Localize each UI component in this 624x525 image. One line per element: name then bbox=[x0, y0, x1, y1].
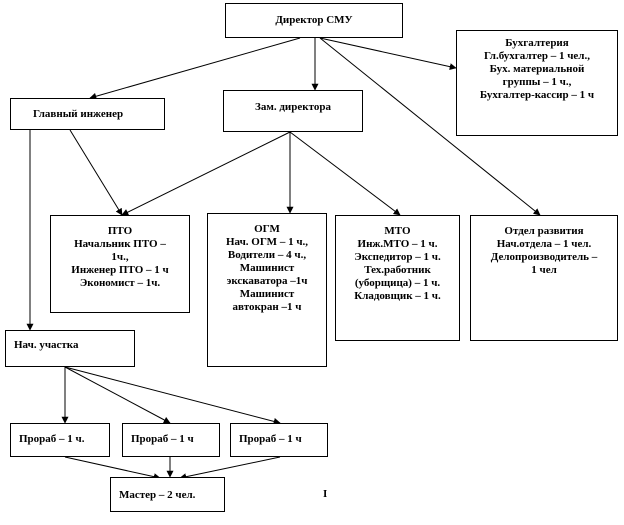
accounting-line-3: группы – 1 ч., bbox=[502, 76, 572, 88]
foreman-2-box: Прораб – 1 ч bbox=[122, 423, 220, 457]
foreman-2-label: Прораб – 1 ч bbox=[131, 433, 194, 445]
ogm-line-4: экскаватора –1ч bbox=[226, 275, 308, 287]
accounting-box: Бухгалтерия Гл.бухгалтер – 1 чел., Бух. … bbox=[456, 30, 618, 136]
mto-line-3: Тех.работник bbox=[364, 264, 431, 276]
edge-deputy-pto bbox=[121, 131, 291, 216]
mto-line-2: Экспедитор – 1 ч. bbox=[354, 251, 441, 263]
edge-foreman-1-master bbox=[64, 456, 161, 481]
edge-director-chief-engineer bbox=[89, 37, 301, 100]
mto-line-5: Кладовщик – 1 ч. bbox=[354, 290, 441, 302]
chief-engineer-label: Главный инженер bbox=[33, 108, 124, 120]
site-head-label: Нач. участка bbox=[14, 339, 79, 351]
development-line-1: Нач.отдела – 1 чел. bbox=[496, 238, 592, 250]
foreman-3-box: Прораб – 1 ч bbox=[230, 423, 328, 457]
mto-box: МТО Инж.МТО – 1 ч. Экспедитор – 1 ч. Тех… bbox=[335, 215, 460, 341]
ogm-line-6: автокран –1 ч bbox=[232, 301, 302, 313]
edge-site-head-foreman-2 bbox=[64, 366, 171, 424]
pto-line-1: Начальник ПТО – bbox=[74, 238, 166, 250]
accounting-line-1: Гл.бухгалтер – 1 чел., bbox=[484, 50, 590, 62]
director-box: Директор СМУ bbox=[225, 3, 403, 38]
ogm-line-2: Водители – 4 ч., bbox=[227, 249, 307, 261]
edge-chief-engineer-pto bbox=[69, 129, 123, 216]
development-title: Отдел развития bbox=[504, 225, 584, 237]
stray-mark: I bbox=[323, 488, 328, 500]
pto-line-3: Инженер ПТО – 1 ч bbox=[71, 264, 169, 276]
edge-site-head-foreman-3 bbox=[64, 366, 281, 425]
master-label: Мастер – 2 чел. bbox=[119, 489, 196, 501]
mto-line-1: Инж.МТО – 1 ч. bbox=[357, 238, 438, 250]
mto-line-4: (уборщица) – 1 ч. bbox=[354, 277, 441, 289]
pto-line-2: 1ч., bbox=[111, 251, 129, 263]
accounting-title: Бухгалтерия bbox=[505, 37, 569, 49]
mto-title: МТО bbox=[384, 225, 411, 237]
ogm-line-5: Машинист bbox=[239, 288, 295, 300]
development-line-2: Делопроизводитель – bbox=[490, 251, 598, 263]
chief-engineer-box: Главный инженер bbox=[10, 98, 165, 130]
pto-line-4: Экономист – 1ч. bbox=[79, 277, 161, 289]
ogm-box: ОГМ Нач. ОГМ – 1 ч., Водители – 4 ч., Ма… bbox=[207, 213, 327, 367]
accounting-line-2: Бух. материальной bbox=[489, 63, 585, 75]
pto-title: ПТО bbox=[107, 225, 133, 237]
edge-deputy-mto bbox=[289, 131, 401, 216]
ogm-line-1: Нач. ОГМ – 1 ч., bbox=[225, 236, 309, 248]
edge-director-development bbox=[319, 37, 541, 216]
foreman-1-box: Прораб – 1 ч. bbox=[10, 423, 110, 457]
edge-foreman-3-master bbox=[179, 456, 281, 481]
edge-director-accounting bbox=[319, 37, 457, 71]
ogm-line-3: Машинист bbox=[239, 262, 295, 274]
deputy-director-label: Зам. директора bbox=[255, 101, 331, 113]
development-box: Отдел развития Нач.отдела – 1 чел. Делоп… bbox=[470, 215, 618, 341]
master-box: Мастер – 2 чел. bbox=[110, 477, 225, 512]
director-label: Директор СМУ bbox=[275, 14, 353, 26]
ogm-title: ОГМ bbox=[254, 223, 280, 235]
deputy-director-box: Зам. директора bbox=[223, 90, 363, 132]
foreman-3-label: Прораб – 1 ч bbox=[239, 433, 302, 445]
foreman-1-label: Прораб – 1 ч. bbox=[19, 433, 85, 445]
development-line-3: 1 чел bbox=[531, 264, 557, 276]
pto-box: ПТО Начальник ПТО – 1ч., Инженер ПТО – 1… bbox=[50, 215, 190, 313]
accounting-line-4: Бухгалтер-кассир – 1 ч bbox=[479, 89, 595, 101]
site-head-box: Нач. участка bbox=[5, 330, 135, 367]
